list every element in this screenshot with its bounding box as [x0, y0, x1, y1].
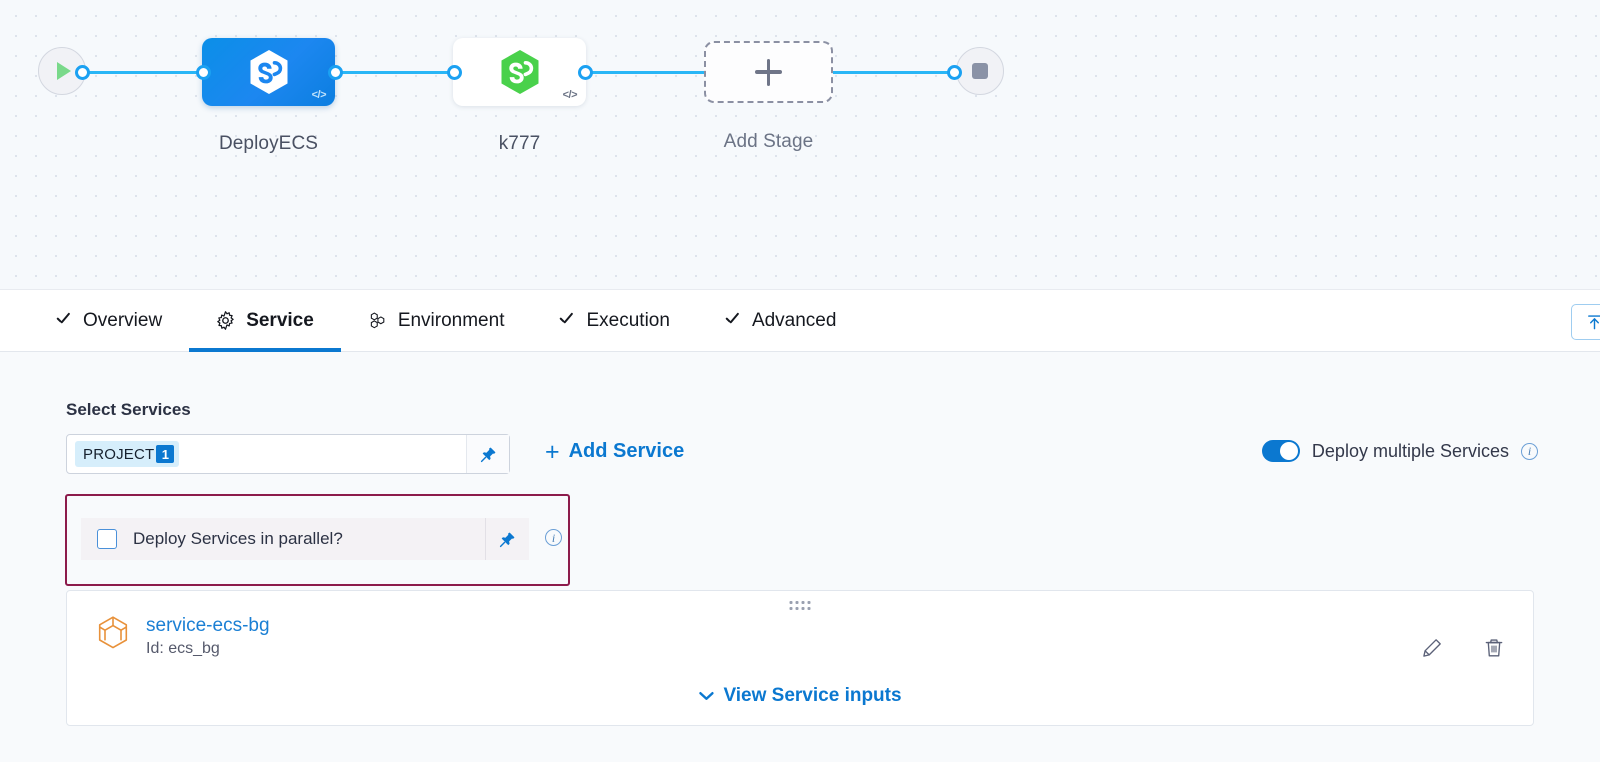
service-id-text: Id: ecs_bg [146, 640, 220, 657]
service-text-block: service-ecs-bg Id: ecs_bg [146, 615, 270, 658]
view-service-inputs-button[interactable]: View Service inputs [698, 685, 902, 707]
view-service-inputs-label: View Service inputs [723, 685, 902, 706]
toggle-knob [1279, 442, 1298, 460]
harness-cd-hexagon-green-icon [501, 50, 538, 94]
code-badge-icon: </> [562, 89, 578, 101]
plus-icon-vertical [766, 58, 771, 86]
save-as-template-button[interactable]: S [1570, 304, 1600, 340]
pipeline-end-node[interactable] [956, 47, 1004, 95]
chevron-down-icon [699, 692, 714, 700]
deploy-multiple-services-row[interactable]: Deploy multiple Services i [1261, 440, 1538, 462]
add-service-label: Add Service [568, 440, 685, 462]
deploy-parallel-highlight: Deploy Services in parallel? i [65, 494, 570, 586]
info-icon[interactable]: i [1521, 442, 1538, 460]
service-identity: service-ecs-bg Id: ecs_bg [96, 615, 270, 658]
code-badge-icon: </> [311, 89, 327, 101]
add-service-button[interactable]: + Add Service [545, 437, 685, 466]
pencil-icon[interactable] [1421, 637, 1443, 659]
save-template-upload-icon [1588, 314, 1600, 329]
tab-environment[interactable]: Environment [341, 290, 532, 352]
service-scope-chip[interactable]: PROJECT 1 [75, 441, 180, 467]
select-services-label: Select Services [66, 400, 191, 419]
services-pin-button[interactable] [466, 435, 509, 473]
services-multiselect-field[interactable]: PROJECT 1 [67, 435, 466, 473]
stage-node-deployecs[interactable]: </> [202, 38, 335, 106]
check-icon [55, 312, 72, 329]
drag-dots-icon[interactable] [789, 601, 811, 610]
deploy-parallel-label: Deploy Services in parallel? [133, 529, 343, 548]
check-icon [724, 312, 741, 329]
connector-stage1-to-stage2 [330, 71, 460, 74]
stage-label-deployecs: DeployECS [218, 133, 319, 154]
port-stage2-in [447, 65, 462, 80]
deploy-parallel-row[interactable]: Deploy Services in parallel? [81, 518, 529, 560]
deploy-parallel-checkbox[interactable] [97, 529, 117, 549]
service-card-actions [1421, 637, 1505, 659]
pin-icon [499, 532, 515, 547]
gear-icon [217, 311, 234, 330]
check-icon [558, 312, 575, 329]
pipeline-canvas[interactable]: </> DeployECS </> k777 Add Stage [0, 0, 1600, 290]
play-icon [57, 62, 71, 80]
port-start-out [75, 65, 90, 80]
port-end-in [947, 65, 962, 80]
trash-icon[interactable] [1483, 637, 1505, 659]
hexagon-cluster-icon [370, 312, 385, 329]
service-scope-chip-label: PROJECT [83, 445, 155, 463]
connector-stage2-to-add [580, 71, 710, 74]
tab-service[interactable]: Service [189, 290, 341, 352]
service-tab-panel: Select Services PROJECT 1 + Add Service [0, 352, 1600, 762]
stage-label-k777: k777 [498, 133, 541, 154]
stage-node-k777[interactable]: </> [453, 38, 586, 106]
deploy-parallel-pin-button[interactable] [485, 518, 529, 560]
deploy-multiple-services-toggle[interactable] [1261, 440, 1300, 462]
harness-cd-hexagon-icon [250, 50, 287, 94]
deploy-multiple-services-label: Deploy multiple Services [1311, 440, 1509, 461]
deploy-parallel-info-icon[interactable]: i [545, 529, 562, 546]
tab-overview[interactable]: Overview [28, 290, 189, 352]
tab-execution[interactable]: Execution [531, 290, 696, 352]
cube-outline-icon [98, 616, 128, 649]
pin-icon [480, 447, 495, 462]
port-stage1-in [196, 65, 211, 80]
plus-icon: + [545, 437, 560, 466]
port-stage2-out [578, 65, 593, 80]
service-scope-chip-count: 1 [156, 445, 175, 463]
stage-config-tabs: Overview Service Environment Execution [0, 290, 1600, 352]
service-card: service-ecs-bg Id: ecs_bg View Service i… [66, 590, 1534, 726]
port-stage1-out [328, 65, 343, 80]
connector-add-to-end [830, 71, 960, 74]
tab-advanced[interactable]: Advanced [697, 290, 864, 352]
add-stage-label: Add Stage [723, 131, 814, 152]
stop-icon [972, 63, 988, 79]
services-multiselect[interactable]: PROJECT 1 [66, 434, 510, 474]
connector-start-to-stage1 [78, 71, 208, 74]
add-stage-button[interactable] [704, 41, 833, 103]
service-name-link[interactable]: service-ecs-bg [146, 615, 270, 636]
